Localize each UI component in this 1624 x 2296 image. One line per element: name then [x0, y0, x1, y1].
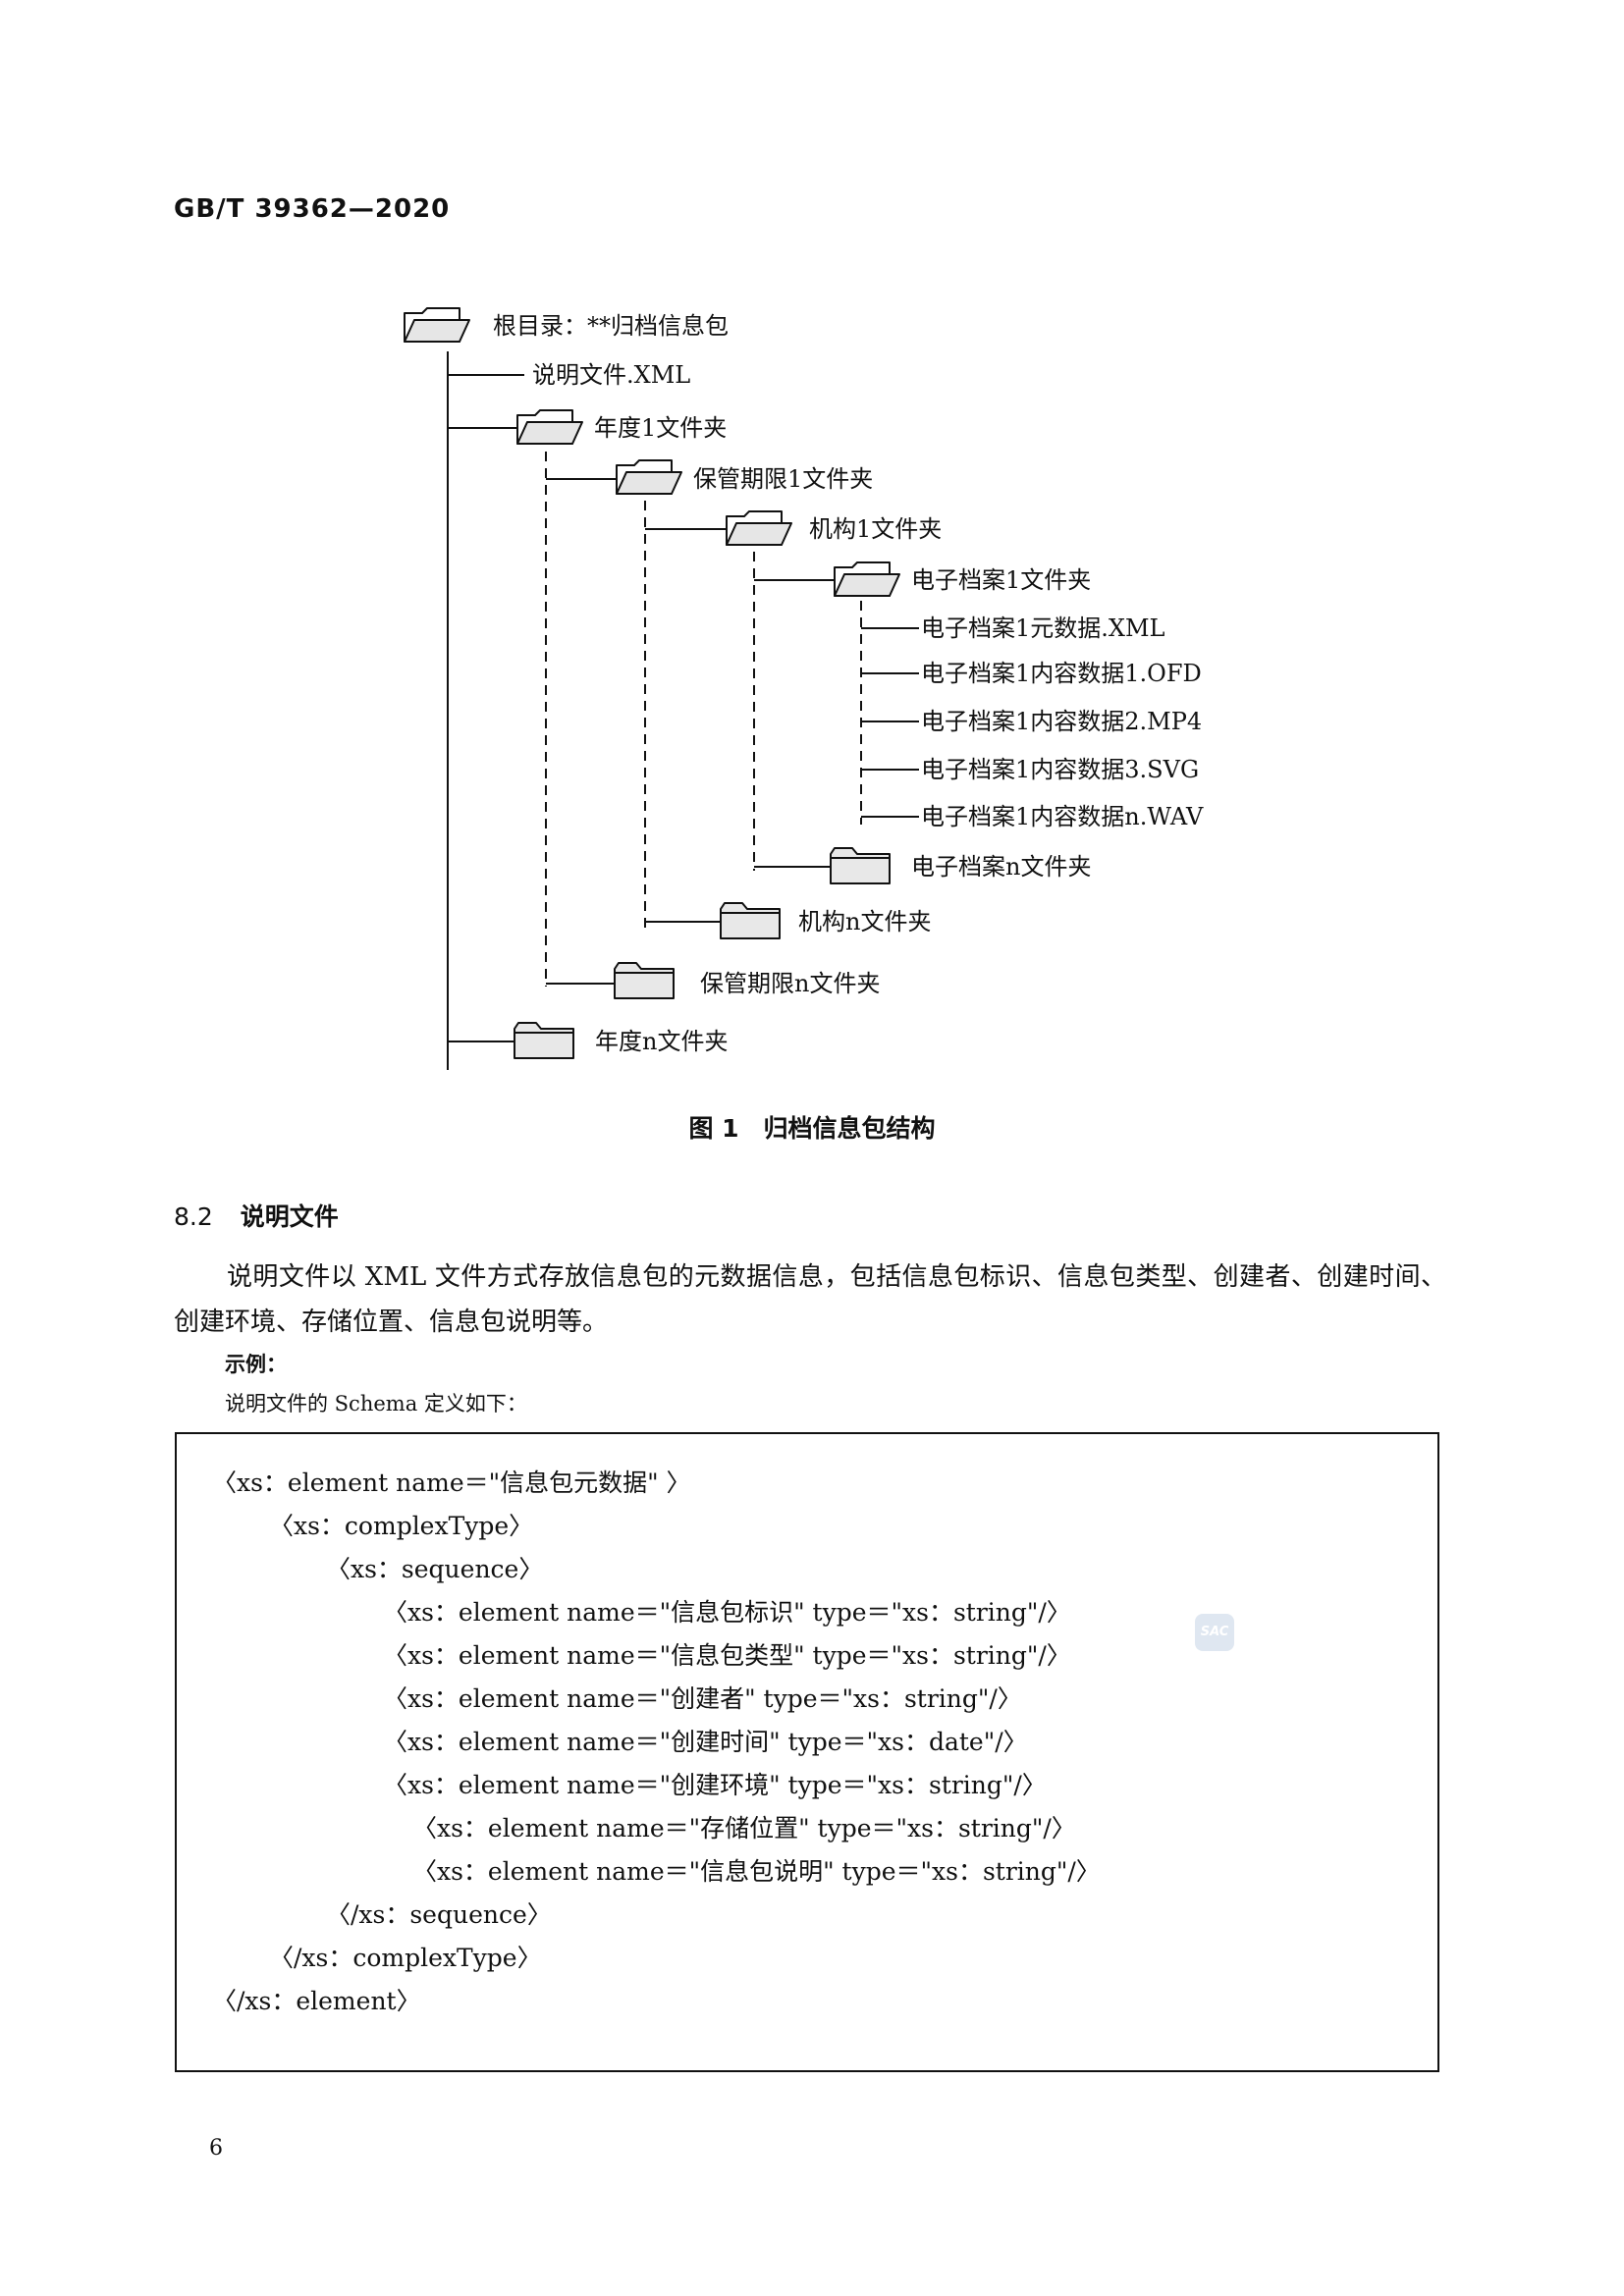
schema-code-box: 〈xs：element name＝"信息包元数据" 〉〈xs：complexTy… [175, 1432, 1439, 2072]
folder-icon [830, 847, 891, 884]
schema-code-line: 〈xs：element name＝"信息包说明" type＝"xs：string… [412, 1857, 1101, 1886]
tree-file-label: 电子档案1内容数据3.SVG [921, 756, 1200, 783]
tree-folder-label: 电子档案n文件夹 [911, 853, 1092, 881]
folder-icon [514, 1022, 574, 1059]
schema-code-line: 〈xs：element name＝"信息包类型" type＝"xs：string… [383, 1641, 1071, 1670]
tree-folder-label: 机构n文件夹 [798, 908, 932, 935]
folder-icon [726, 510, 792, 546]
example-label: 示例： [225, 1353, 287, 1376]
schema-code-line: 〈xs：element name＝"存储位置" type＝"xs：string"… [412, 1814, 1076, 1842]
schema-code-line: 〈/xs：sequence〉 [326, 1900, 552, 1929]
folder-icon [404, 307, 470, 343]
tree-file-label: 电子档案1内容数据n.WAV [921, 803, 1204, 830]
schema-code-line: 〈xs：complexType〉 [269, 1512, 534, 1540]
schema-code-line: 〈/xs：element〉 [212, 1987, 421, 2015]
schema-code-line: 〈/xs：complexType〉 [269, 1944, 542, 1972]
standard-code-header: GB/T 39362—2020 [174, 194, 451, 224]
example-text: 说明文件的 Schema 定义如下： [225, 1392, 527, 1415]
schema-code-line: 〈xs：element name＝"信息包标识" type＝"xs：string… [383, 1598, 1071, 1627]
folder-icon [834, 561, 900, 597]
tree-folder-label: 年度n文件夹 [595, 1028, 729, 1055]
folder-icon [516, 409, 583, 445]
schema-code-line: 〈xs：sequence〉 [326, 1555, 544, 1583]
tree-folder-label: 根目录：**归档信息包 [493, 312, 729, 340]
folder-icon [614, 962, 675, 999]
tree-connector-lines [404, 307, 919, 1070]
section-paragraph: 说明文件以 XML 文件方式存放信息包的元数据信息，包括信息包标识、信息包类型、… [174, 1262, 1446, 1337]
section-heading: 8.2 说明文件 [174, 1198, 339, 1233]
sac-watermark-logo: SAC [1195, 1614, 1234, 1651]
folder-icon [616, 459, 682, 495]
tree-folder-label: 保管期限n文件夹 [700, 970, 881, 997]
folder-icon [720, 902, 781, 939]
tree-folder-label: 电子档案1文件夹 [911, 566, 1092, 594]
section-title: 说明文件 [240, 1202, 339, 1231]
tree-folder-label: 年度1文件夹 [594, 414, 728, 442]
tree-folder-label: 保管期限1文件夹 [693, 465, 874, 493]
figure-caption: 图 1 归档信息包结构 [688, 1114, 936, 1143]
tree-folder-label: 机构1文件夹 [809, 515, 943, 543]
tree-file-label: 电子档案1内容数据1.OFD [921, 660, 1202, 687]
archive-package-structure-diagram: 根目录：**归档信息包说明文件.XML 年度1文件夹保管期限1文件夹机构1文件夹电… [0, 0, 1624, 1090]
schema-code-line: 〈xs：element name＝"创建环境" type＝"xs：string"… [383, 1771, 1047, 1799]
tree-file-label: 说明文件.XML [532, 361, 691, 389]
page-number: 6 [209, 2136, 223, 2161]
schema-code-line: 〈xs：element name＝"创建时间" type＝"xs：date"/〉 [383, 1728, 1028, 1756]
tree-file-label: 电子档案1元数据.XML [921, 614, 1165, 642]
tree-file-label: 电子档案1内容数据2.MP4 [921, 708, 1203, 735]
section-number: 8.2 [174, 1202, 213, 1231]
schema-code-line: 〈xs：element name＝"创建者" type＝"xs：string"/… [383, 1684, 1022, 1713]
schema-code-line: 〈xs：element name＝"信息包元数据" 〉 [212, 1468, 691, 1497]
